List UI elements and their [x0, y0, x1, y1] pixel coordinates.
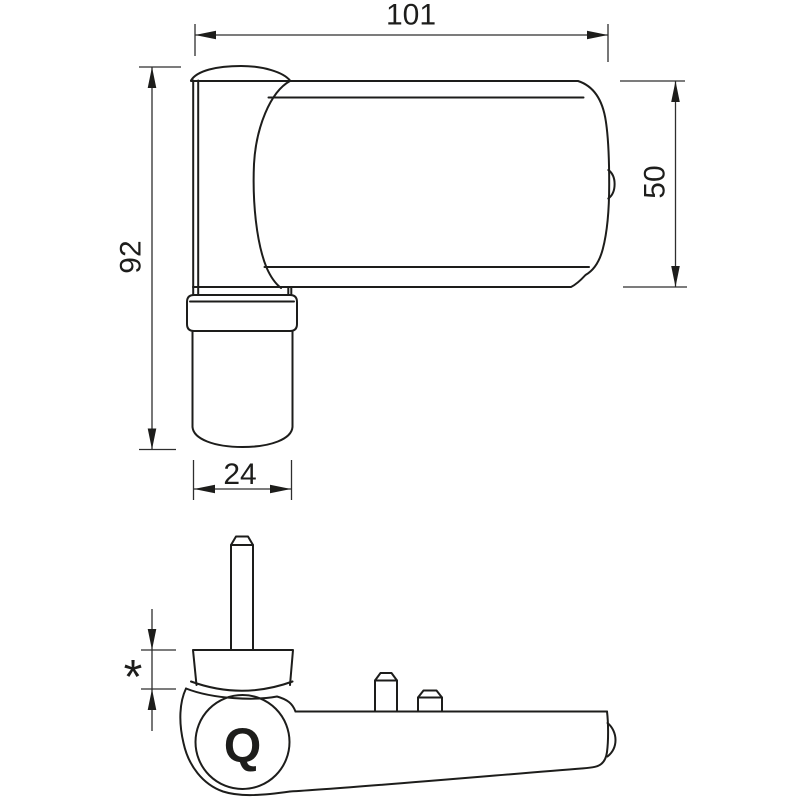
dim-ast-arrow-down: [147, 629, 157, 650]
dim-24-label: 24: [223, 458, 256, 491]
dim-101-label: 101: [386, 0, 436, 32]
front-collar: [186, 294, 298, 332]
dim-50-arrow-top: [671, 81, 680, 102]
front-post-cap: [190, 65, 291, 82]
side-collar: [192, 649, 294, 686]
dim-24-arrow-right: [270, 484, 291, 494]
front-body-right-bump: [607, 169, 616, 200]
front-view: [186, 65, 616, 448]
dim-ast-label: *: [124, 651, 143, 704]
side-knuckle-circle: [194, 694, 291, 790]
side-knuckle-outer-contour: [179, 687, 291, 797]
side-arm-right-and-bottom-edge: [289, 710, 610, 793]
dim-101-arrow-left: [195, 30, 216, 40]
dim-ast-arrow-up: [147, 689, 157, 710]
dimension-sleeve-width: 24: [192, 458, 293, 500]
dim-92-arrow-top: [147, 67, 157, 88]
brand-logo-q: Q: [224, 720, 261, 773]
dimension-body-height: 50: [620, 80, 687, 288]
dim-92-label: 92: [115, 240, 148, 273]
dim-92-arrow-bottom: [147, 428, 157, 450]
dim-24-arrow-left: [194, 484, 215, 494]
front-sleeve: [191, 330, 294, 448]
dim-101-arrow-right: [587, 30, 608, 40]
side-arm-end-bump: [606, 722, 617, 758]
side-stud-2-outline: [417, 689, 443, 713]
dimension-overall-height: 92: [115, 66, 181, 451]
dim-50-arrow-bottom: [671, 266, 680, 287]
dimension-overall-width: 101: [194, 0, 609, 62]
dim-50-label: 50: [639, 165, 672, 198]
dimension-offset-asterisk: *: [124, 609, 176, 731]
side-stud-1-outline: [374, 672, 398, 713]
side-view: Q: [179, 535, 617, 797]
side-knuckle-top-curve: [185, 687, 297, 713]
side-pin-outline: [230, 535, 254, 651]
front-post-right-curve: [252, 80, 291, 289]
side-collar-bottom-curve: [190, 680, 294, 692]
front-body-outline: [190, 80, 611, 288]
